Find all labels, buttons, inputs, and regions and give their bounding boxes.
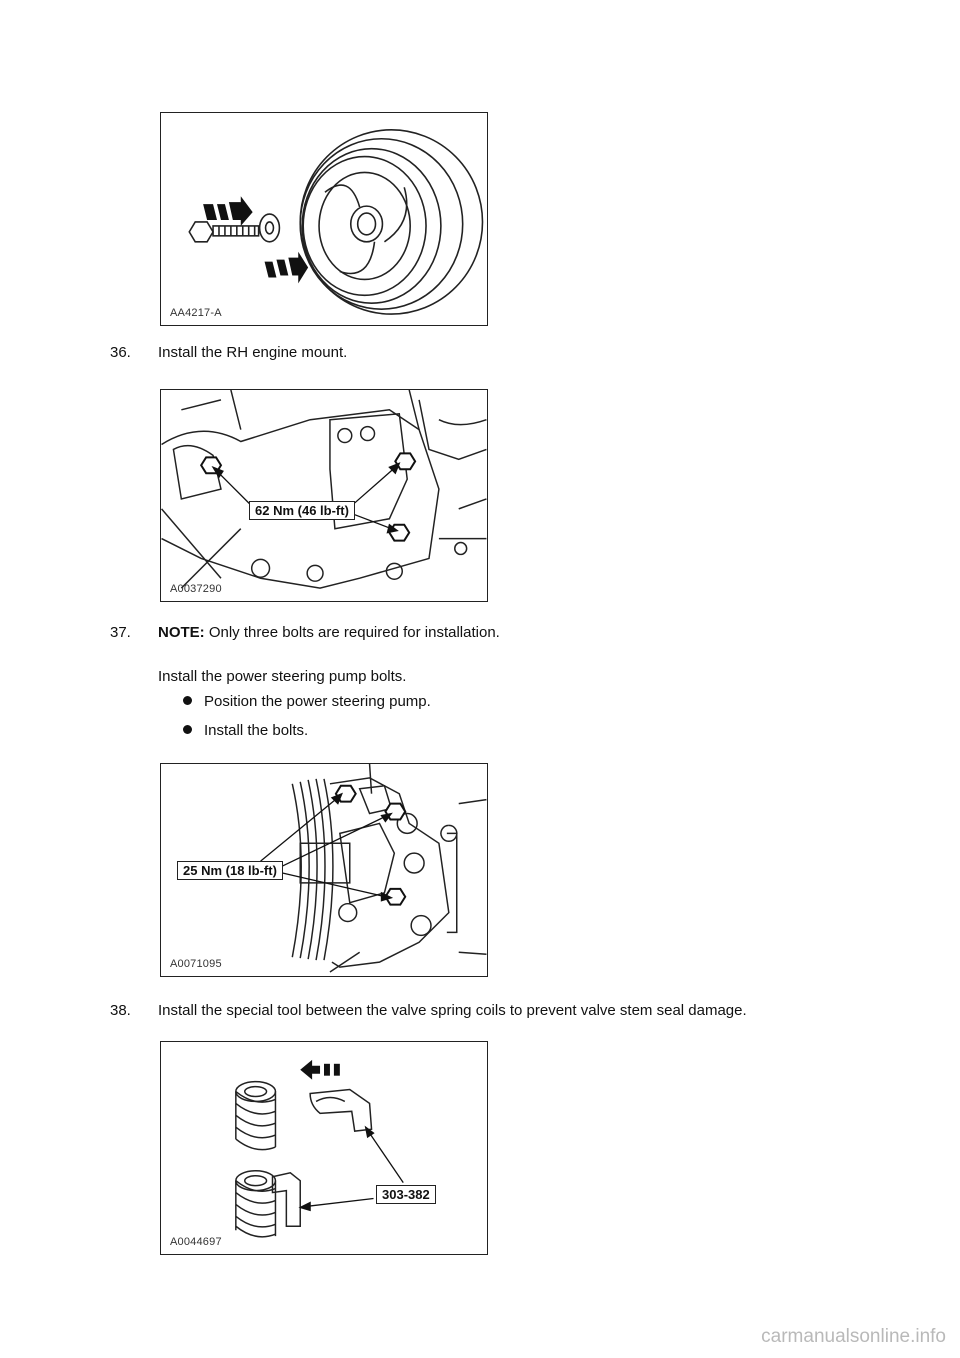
step-text: Install the power steering pump bolts. [158, 668, 407, 685]
tool-number-callout: 303-382 [376, 1185, 436, 1204]
bullet-item: Position the power steering pump. [183, 693, 431, 711]
step-number: 36. [110, 344, 131, 361]
bullet-text: Position the power steering pump. [204, 693, 431, 710]
figure-pulley: AA4217-A [160, 112, 488, 326]
engine-mount-illustration [161, 390, 487, 589]
step-number: 38. [110, 1002, 131, 1019]
figure-power-steering-pump: 25 Nm (18 lb-ft) A0071095 [160, 763, 488, 977]
step-text: Install the special tool between the val… [158, 1002, 747, 1019]
valve-spring-tool-illustration [235, 1059, 404, 1238]
torque-callout: 25 Nm (18 lb-ft) [177, 861, 283, 880]
bullet-icon [183, 696, 192, 705]
figure-id-label: AA4217-A [170, 307, 222, 319]
footer-watermark: carmanualsonline.info [761, 1326, 946, 1347]
power-steering-pump-illustration [260, 764, 487, 973]
torque-callout: 62 Nm (46 lb-ft) [249, 501, 355, 520]
bullet-text: Install the bolts. [204, 722, 309, 739]
figure-id-label: A0037290 [170, 583, 222, 595]
figure-id-label: A0044697 [170, 1236, 222, 1248]
step-text: Install the RH engine mount. [158, 344, 348, 361]
note-label: NOTE: [158, 624, 205, 641]
note-text: Only three bolts are required for instal… [204, 624, 500, 641]
bullet-icon [183, 725, 192, 734]
figure-id-label: A0071095 [170, 958, 222, 970]
figure-valve-spring-tool: 303-382 A0044697 [160, 1041, 488, 1255]
bullet-item: Install the bolts. [183, 722, 308, 740]
step-number: 37. [110, 624, 131, 641]
figure-engine-mount: 62 Nm (46 lb-ft) A0037290 [160, 389, 488, 602]
pulley-illustration [188, 129, 484, 315]
